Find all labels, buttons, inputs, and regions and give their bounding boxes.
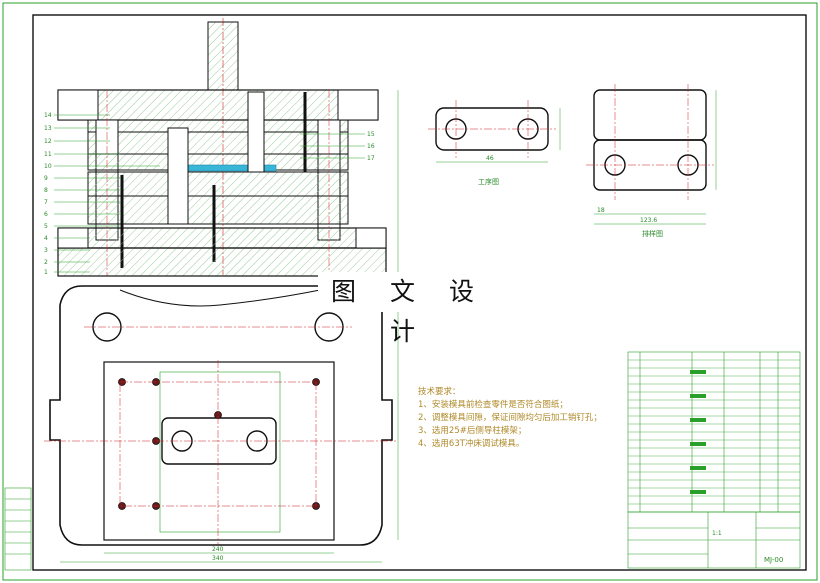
parts-list-highlight	[690, 466, 706, 470]
tech-note-item: 1、安装模具前检查零件是否符合图纸；	[418, 400, 568, 410]
part-label: 11	[44, 151, 52, 158]
workpiece-view	[428, 100, 561, 163]
plan-overall-width-dim: 340	[212, 555, 224, 562]
tech-note-item: 2、调整模具间隙，保证间隙均匀后加工销钉孔；	[418, 413, 602, 423]
die-plate-outline	[103, 361, 335, 541]
callout-label: 16	[367, 143, 375, 150]
strip-width-dim: 123.6	[640, 217, 658, 224]
technical-requirements: 技术要求： 1、安装模具前检查零件是否符合图纸； 2、调整模具间隙，保证间隙均匀…	[418, 386, 602, 451]
parts-list-highlight	[690, 442, 706, 446]
part-label: 5	[44, 223, 48, 230]
title-block-scale: 1:1	[712, 530, 722, 537]
die-block	[87, 171, 349, 197]
die-plan-view	[44, 285, 399, 563]
part-number-labels: 14 13 12 11 10 9 8 7 6 5 4 3 2 1 15 16 1…	[44, 112, 375, 276]
strip-pitch-dim: 18	[597, 207, 605, 214]
margin-stamp-table	[4, 487, 32, 571]
part-label: 14	[44, 112, 52, 119]
tech-note-item: 4、选用63T冲床调试模具。	[418, 439, 525, 449]
upper-die-plate	[57, 89, 379, 121]
part-label: 8	[44, 187, 48, 194]
punch-left	[167, 127, 189, 225]
plan-width-dim: 240	[212, 546, 224, 553]
parts-list-highlight	[690, 370, 706, 374]
title-block	[627, 511, 801, 569]
part-label: 13	[44, 125, 52, 132]
strip-layout-view-label: 排样图	[642, 230, 663, 238]
callout-label: 17	[367, 155, 375, 162]
part-label: 12	[44, 138, 52, 145]
workpiece-view-label: 工序图	[478, 178, 499, 186]
tech-notes-title: 技术要求：	[418, 387, 461, 397]
part-label: 2	[44, 259, 48, 266]
callout-label: 15	[367, 131, 375, 138]
part-label: 4	[44, 235, 48, 242]
punch-holder	[87, 119, 349, 133]
tech-note-item: 3、选用25#后侧导柱模架；	[418, 426, 527, 436]
parts-list-rows	[628, 359, 800, 505]
workpiece-width-dim: 46	[486, 155, 494, 162]
parts-list-highlight	[690, 394, 706, 398]
part-label: 9	[44, 175, 48, 182]
guide-post-hole-left	[92, 312, 122, 342]
part-label: 1	[44, 269, 48, 276]
punch-right	[247, 91, 265, 173]
strip-top-part	[593, 89, 707, 141]
strip-layout-view	[586, 84, 717, 225]
watermark-text: 图 文 设 计	[318, 272, 500, 346]
parts-list-highlight	[690, 418, 706, 422]
part-label: 6	[44, 211, 48, 218]
parts-list-highlight	[690, 490, 706, 494]
part-label: 10	[44, 163, 52, 170]
die-section-view	[54, 18, 399, 277]
title-block-drawing-code: MJ-00	[764, 556, 784, 564]
part-label: 3	[44, 247, 48, 254]
part-label: 7	[44, 199, 48, 206]
inner-border	[32, 14, 807, 571]
